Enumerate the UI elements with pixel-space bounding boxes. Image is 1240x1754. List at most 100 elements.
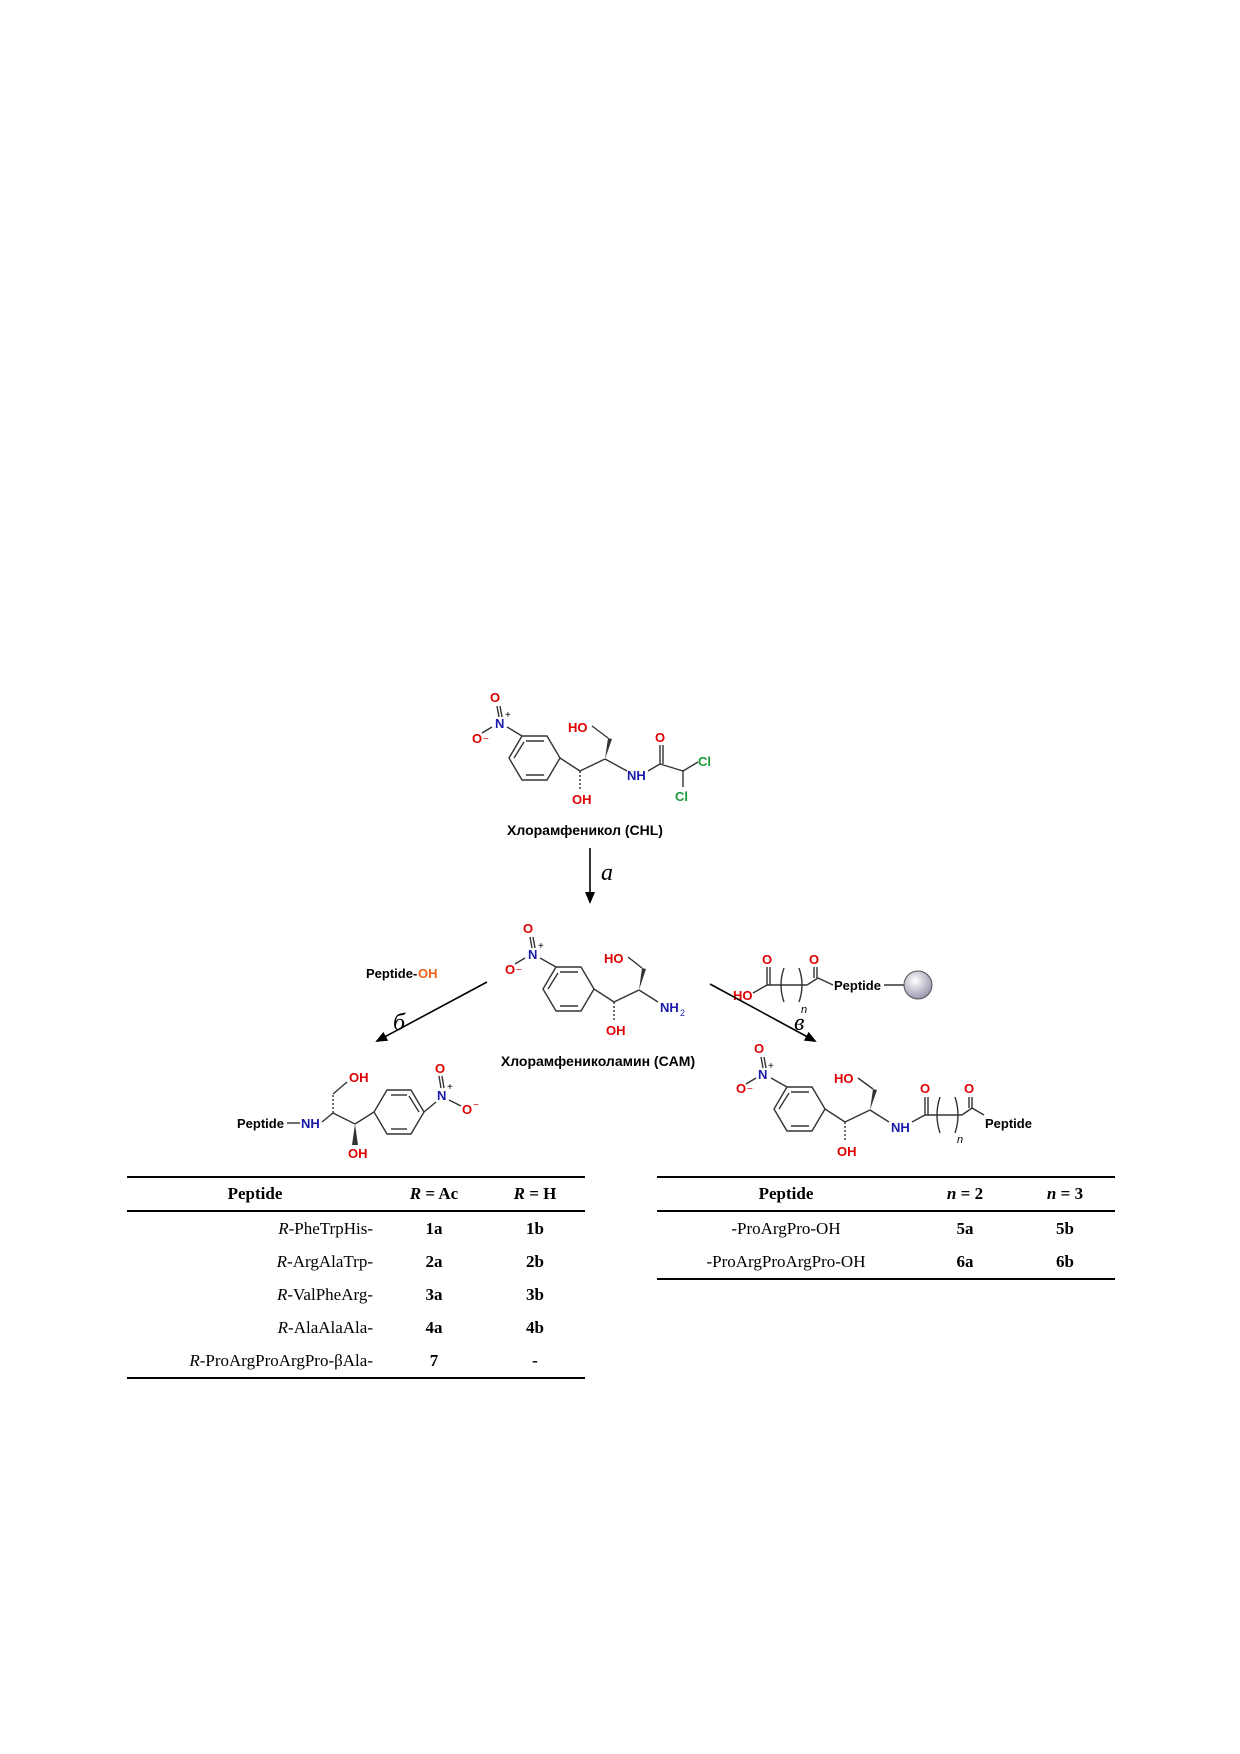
header-peptide: Peptide	[657, 1176, 915, 1212]
reagent-b-peptide: Peptide-	[366, 966, 417, 981]
atom-nh: NH	[891, 1120, 910, 1135]
chloramphenicol-structure: O O − N + OH HO NH O Cl Cl	[472, 690, 711, 807]
table-row: R-ValPheArg- 3a 3b	[127, 1278, 585, 1311]
atom-o: O	[809, 952, 819, 967]
product-c-peptide: Peptide	[985, 1116, 1032, 1131]
peptide-cell: -ProArgProArgPro-OH	[657, 1245, 915, 1280]
compound-ac: 7	[383, 1344, 485, 1379]
charge-minus: −	[516, 965, 522, 976]
subscript-2: 2	[680, 1008, 685, 1018]
compound-ac: 3a	[425, 1284, 443, 1304]
atom-n: N	[495, 716, 504, 731]
product-b-peptide: Peptide	[237, 1116, 284, 1131]
chloramphenicolamine-structure: O O − N + OH HO NH 2	[505, 921, 685, 1038]
atom-o: O	[462, 1102, 472, 1117]
table-products-b: Peptide R = Ac R = H R-PheTrpHis- 1a 1b …	[127, 1176, 585, 1379]
arrow-step-b	[375, 981, 488, 1042]
atom-o: O	[505, 962, 515, 977]
product-b-structure: Peptide NH OH OH N + O O −	[237, 1061, 479, 1161]
peptide-cell: R-AlaAlaAla-	[277, 1317, 373, 1337]
arrow-step-c	[709, 983, 817, 1042]
compound-ac: 4a	[425, 1317, 443, 1337]
atom-cl: Cl	[675, 789, 688, 804]
header-r-ac: R = Ac	[383, 1176, 485, 1212]
compound-n2: 5a	[956, 1218, 974, 1238]
peptide-cell: R-ValPheArg-	[276, 1284, 373, 1304]
atom-nh: NH	[301, 1116, 320, 1131]
atom-oh: OH	[837, 1144, 857, 1159]
peptide-cell: R-ProArgProArgPro-βAla-	[127, 1344, 383, 1379]
atom-nh2: NH	[660, 1000, 679, 1015]
atom-o: O	[964, 1081, 974, 1096]
header-r-h: R = H	[485, 1176, 585, 1212]
charge-minus: −	[483, 734, 489, 745]
step-a-label: a	[601, 860, 613, 886]
header-n3: n = 3	[1015, 1176, 1115, 1212]
resin-bead-icon	[903, 970, 933, 1000]
peptide-cell: -ProArgPro-OH	[731, 1218, 841, 1238]
compound-h: -	[485, 1344, 585, 1379]
atom-oh: OH	[348, 1146, 368, 1161]
charge-minus: −	[747, 1084, 753, 1095]
table-row: R-ProArgProArgPro-βAla- 7 -	[127, 1344, 585, 1379]
atom-ho: HO	[568, 720, 588, 735]
compound-n3: 5b	[1056, 1218, 1074, 1238]
peptide-cell: R-ArgAlaTrp-	[276, 1251, 373, 1271]
charge-plus: +	[505, 710, 511, 721]
atom-oh: OH	[572, 792, 592, 807]
atom-cl: Cl	[698, 754, 711, 769]
reagent-c-peptide: Peptide	[834, 978, 881, 993]
atom-o: O	[523, 921, 533, 936]
reagent-b-oh: OH	[418, 966, 438, 981]
header-peptide: Peptide	[127, 1176, 383, 1212]
atom-oh: OH	[606, 1023, 626, 1038]
atom-o: O	[762, 952, 772, 967]
table-row: R-ArgAlaTrp- 2a 2b	[127, 1245, 585, 1278]
table-header-row: Peptide n = 2 n = 3	[657, 1176, 1115, 1212]
compound-h: 1b	[526, 1218, 544, 1238]
atom-o: O	[736, 1081, 746, 1096]
table-row: -ProArgPro-OH 5a 5b	[657, 1211, 1115, 1245]
atom-o: O	[754, 1041, 764, 1056]
compound-ac: 1a	[425, 1218, 443, 1238]
charge-plus: +	[768, 1061, 774, 1072]
compound-h: 2b	[526, 1251, 544, 1271]
atom-o: O	[920, 1081, 930, 1096]
chloramphenicol-name: Хлорамфеникол (CHL)	[507, 822, 663, 838]
atom-o: O	[490, 690, 500, 705]
atom-o: O	[435, 1061, 445, 1076]
table-products-c: Peptide n = 2 n = 3 -ProArgPro-OH 5a 5b …	[657, 1176, 1115, 1280]
index-n: n	[957, 1134, 963, 1146]
atom-n: N	[758, 1067, 767, 1082]
atom-ho: HO	[733, 988, 753, 1003]
table-row: R-PheTrpHis- 1a 1b	[127, 1211, 585, 1245]
step-c-label: в	[794, 1010, 804, 1036]
product-c-structure: O O − N + OH HO NH O n O Peptide	[736, 1041, 1032, 1159]
compound-ac: 2a	[425, 1251, 443, 1271]
table-header-row: Peptide R = Ac R = H	[127, 1176, 585, 1212]
compound-h: 4b	[526, 1317, 544, 1337]
charge-minus: −	[473, 1100, 479, 1111]
compound-h: 3b	[526, 1284, 544, 1304]
compound-n3: 6b	[1015, 1245, 1115, 1280]
table-row: R-AlaAlaAla- 4a 4b	[127, 1311, 585, 1344]
charge-plus: +	[538, 941, 544, 952]
peptide-cell: R-PheTrpHis-	[278, 1218, 373, 1238]
charge-plus: +	[447, 1082, 453, 1093]
atom-o: O	[655, 730, 665, 745]
atom-n: N	[528, 947, 537, 962]
atom-n: N	[437, 1088, 446, 1103]
chloramphenicolamine-name: Хлорамфениколамин (CAM)	[501, 1053, 695, 1069]
header-n2: n = 2	[915, 1176, 1015, 1212]
step-b-label: б	[393, 1010, 406, 1036]
index-n: n	[801, 1004, 807, 1016]
atom-ho: HO	[834, 1071, 854, 1086]
atom-nh: NH	[627, 768, 646, 783]
atom-oh: OH	[349, 1070, 369, 1085]
compound-n2: 6a	[915, 1245, 1015, 1280]
reagent-c-structure: HO O n O Peptide	[733, 952, 933, 1016]
atom-o: O	[472, 731, 482, 746]
atom-ho: HO	[604, 951, 624, 966]
table-row: -ProArgProArgPro-OH 6a 6b	[657, 1245, 1115, 1280]
